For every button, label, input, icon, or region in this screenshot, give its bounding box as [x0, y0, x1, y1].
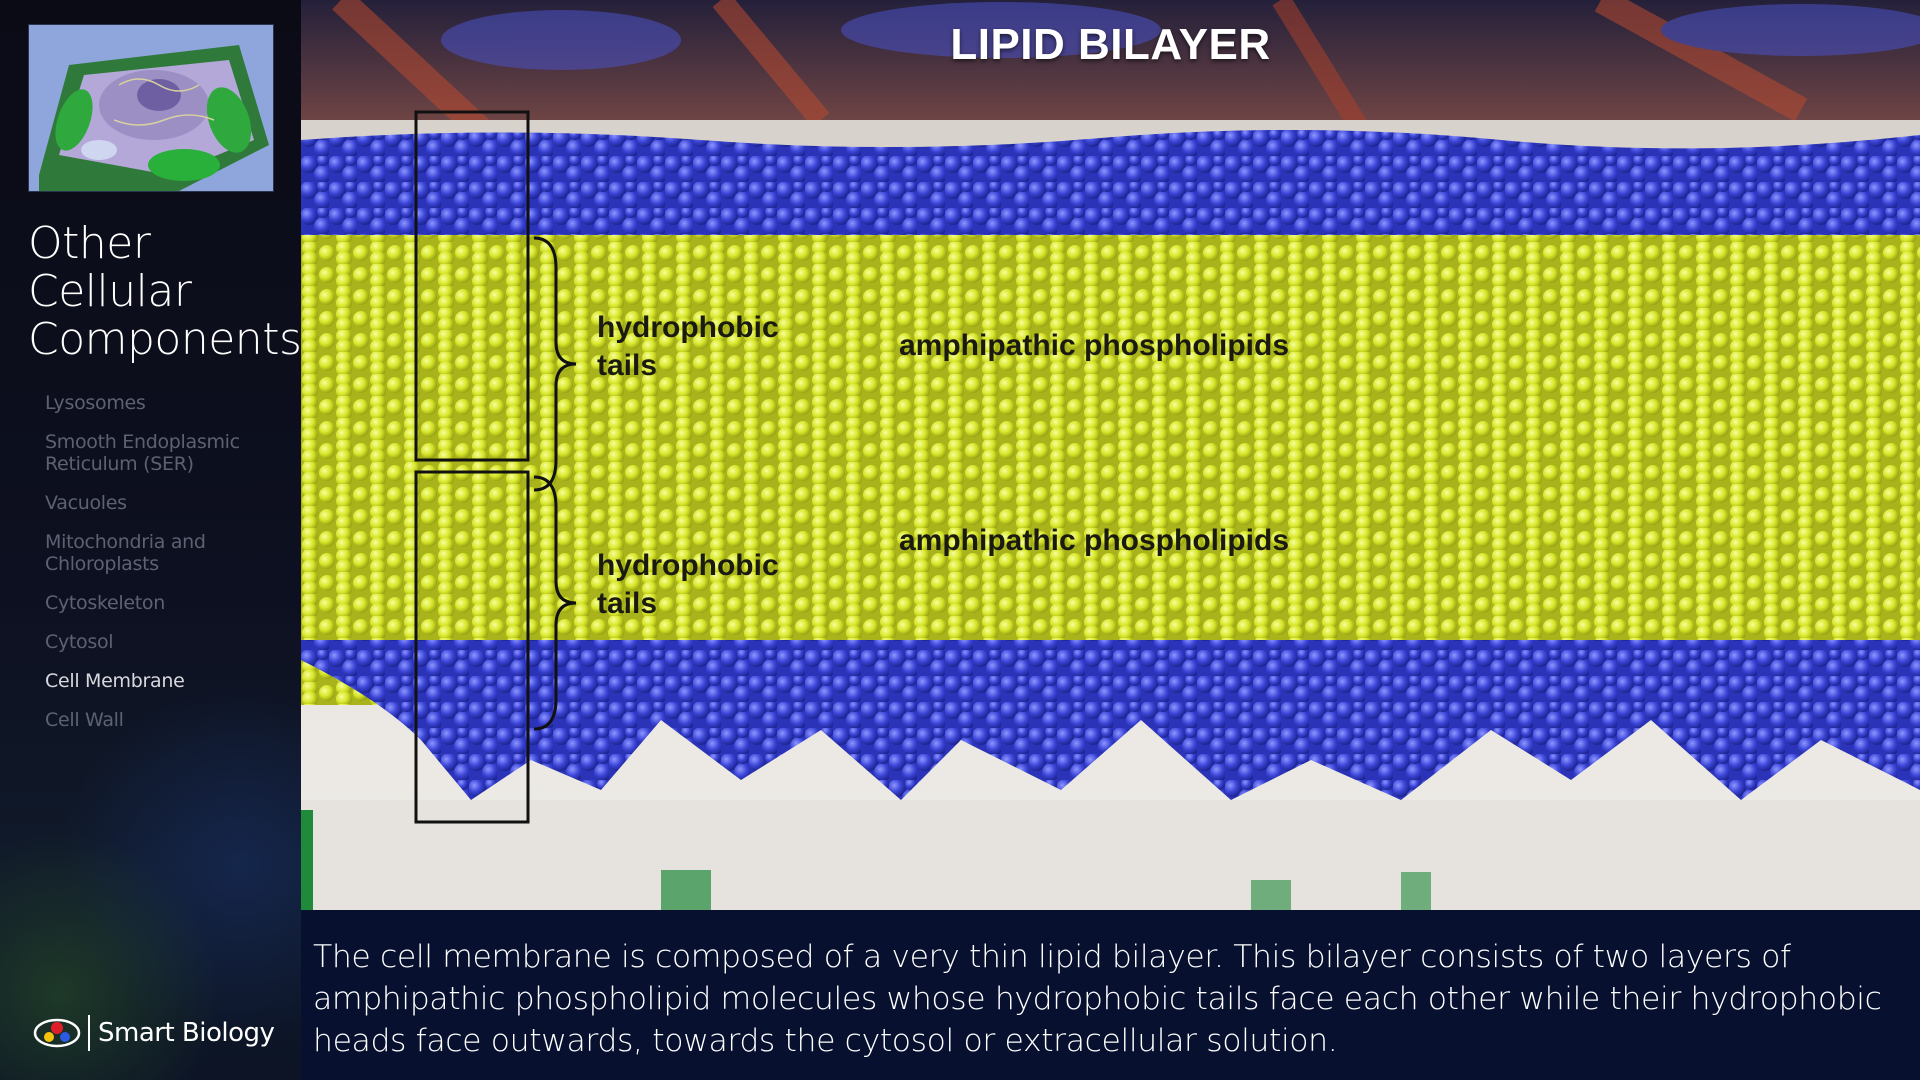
label-line: hydrophobic: [597, 311, 779, 344]
menu-item-vacuoles[interactable]: Vacuoles: [45, 492, 127, 514]
section-title: Other Cellular Components: [28, 218, 302, 365]
menu-item-lysosomes[interactable]: Lysosomes: [45, 392, 146, 414]
section-title-line: Components: [28, 314, 302, 365]
label-hydrophobic-tails-bottom: hydrophobic tails: [597, 547, 779, 623]
brand[interactable]: Smart Biology: [32, 1012, 275, 1054]
brace-bottom: [533, 475, 577, 731]
menu-item-mitochondria-chloroplasts[interactable]: Mitochondria and Chloroplasts: [45, 531, 206, 575]
section-title-line: Cellular: [28, 266, 192, 317]
topic-menu: Lysosomes Smooth Endoplasmic Reticulum (…: [45, 392, 285, 731]
menu-item-cytoskeleton[interactable]: Cytoskeleton: [45, 592, 165, 614]
bilayer-scene: [301, 0, 1920, 910]
label-line: tails: [597, 349, 658, 382]
brace-top: [533, 236, 577, 492]
cell-thumbnail-image[interactable]: [28, 24, 274, 192]
menu-item-cell-wall[interactable]: Cell Wall: [45, 709, 124, 731]
caption-text: The cell membrane is composed of a very …: [313, 939, 1882, 1059]
slide-title: LIPID BILAYER: [950, 20, 1271, 69]
plant-cell-illustration: [29, 25, 273, 191]
phospholipid-box-top: [414, 110, 530, 462]
menu-item-cell-membrane[interactable]: Cell Membrane: [45, 670, 185, 692]
label-line: hydrophobic: [597, 549, 779, 582]
section-title-line: Other: [28, 218, 151, 269]
brand-divider: [88, 1015, 90, 1051]
label-line: tails: [597, 587, 658, 620]
lipid-bilayer-illustration: LIPID BILAYER hydrophobic tails hydropho…: [301, 0, 1920, 910]
label-amphipathic-phospholipids-top: amphipathic phospholipids: [899, 329, 1289, 362]
label-hydrophobic-tails-top: hydrophobic tails: [597, 309, 779, 385]
label-amphipathic-phospholipids-bottom: amphipathic phospholipids: [899, 524, 1289, 557]
smart-biology-logo-icon: [33, 1018, 81, 1048]
sidebar: Other Cellular Components Lysosomes Smoo…: [0, 0, 302, 1080]
caption-panel: The cell membrane is composed of a very …: [301, 910, 1920, 1080]
phospholipid-box-bottom: [414, 470, 530, 824]
menu-item-ser[interactable]: Smooth Endoplasmic Reticulum (SER): [45, 431, 240, 475]
brand-name: Smart Biology: [98, 1018, 275, 1048]
menu-item-cytosol[interactable]: Cytosol: [45, 631, 114, 653]
